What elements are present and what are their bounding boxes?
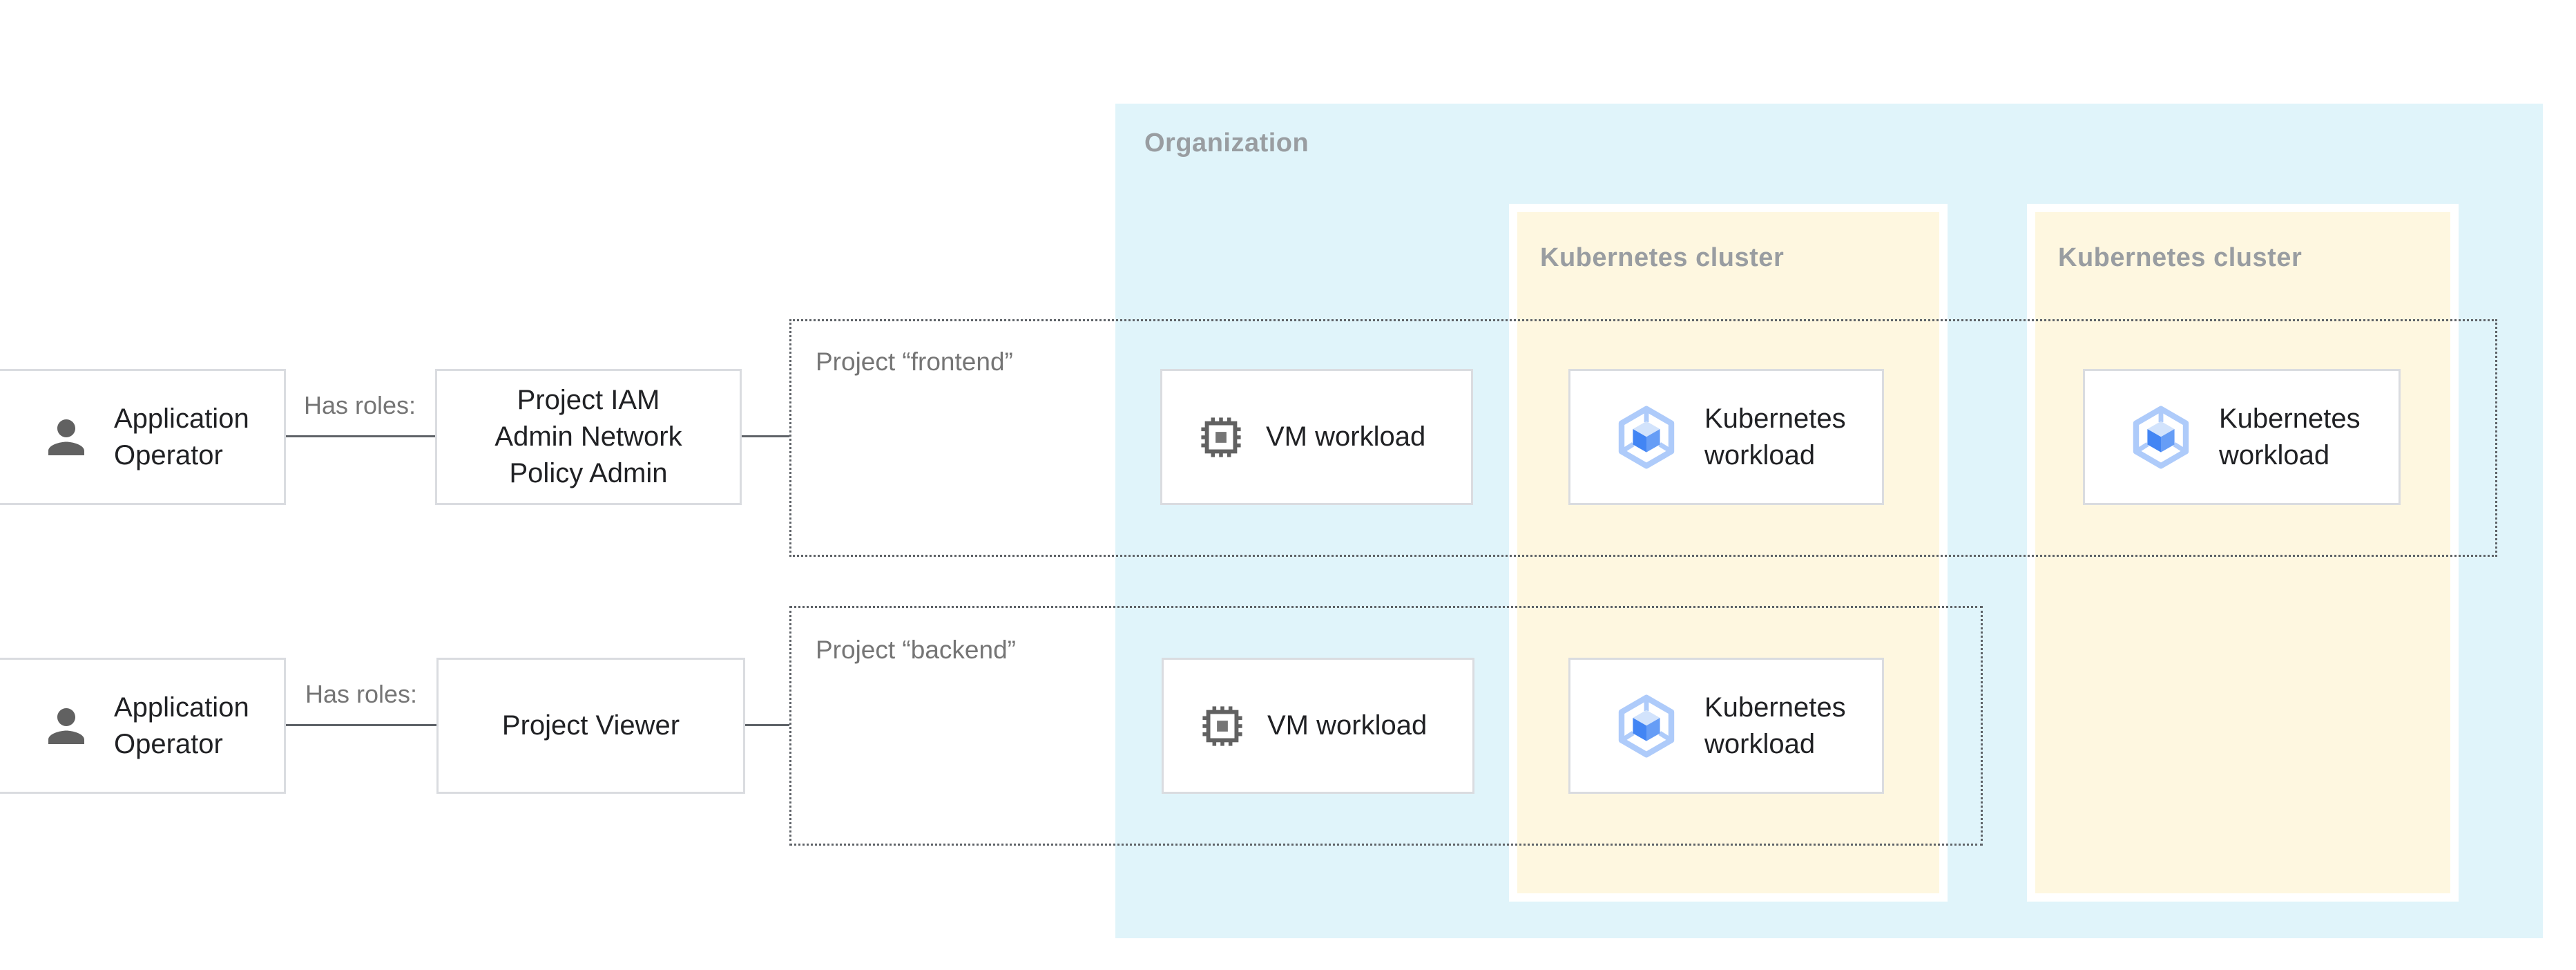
gke-hexagon-icon bbox=[2133, 406, 2189, 468]
role-node-project-viewer: Project Viewer bbox=[436, 658, 745, 794]
vm-workload-node-2: VM workload bbox=[1162, 658, 1474, 794]
person-icon bbox=[48, 419, 84, 455]
application-operator-node-2: Application Operator bbox=[0, 658, 286, 794]
role-label: Project Viewer bbox=[501, 710, 680, 741]
kubernetes-workload-node-1: Kubernetes workload bbox=[1568, 369, 1884, 505]
gke-hexagon-icon bbox=[1618, 406, 1675, 468]
application-operator-label: Application Operator bbox=[114, 692, 249, 759]
edge-operator2-role2 bbox=[286, 724, 436, 726]
kubernetes-workload-label: Kubernetes workload bbox=[2219, 403, 2361, 470]
role-label: Project IAM Admin Network Policy Admin bbox=[494, 385, 682, 488]
edge-role1-project-frontend bbox=[742, 435, 789, 437]
role-node-project-iam-admin: Project IAM Admin Network Policy Admin bbox=[435, 369, 742, 505]
organization-label: Organization bbox=[1144, 129, 1309, 158]
vm-workload-label: VM workload bbox=[1267, 710, 1428, 741]
kubernetes-workload-label: Kubernetes workload bbox=[1704, 692, 1846, 759]
vm-workload-label: VM workload bbox=[1266, 421, 1426, 453]
project-backend-box bbox=[789, 606, 1983, 846]
edge-label-has-roles-2: Has roles: bbox=[305, 680, 418, 708]
project-frontend-label: Project “frontend” bbox=[816, 348, 1013, 376]
application-operator-node-1: Application Operator bbox=[0, 369, 286, 505]
kubernetes-workload-node-2: Kubernetes workload bbox=[1568, 658, 1884, 794]
kubernetes-workload-node-right: Kubernetes workload bbox=[2083, 369, 2401, 505]
edge-label-has-roles-1: Has roles: bbox=[303, 391, 416, 419]
edge-role2-project-backend bbox=[745, 724, 789, 726]
cpu-chip-icon bbox=[1201, 417, 1241, 457]
gke-hexagon-icon bbox=[1618, 694, 1675, 757]
cpu-chip-icon bbox=[1202, 705, 1242, 746]
project-frontend-box bbox=[789, 319, 2497, 557]
project-backend-label: Project “backend” bbox=[816, 636, 1016, 664]
kubernetes-workload-label: Kubernetes workload bbox=[1704, 403, 1846, 470]
vm-workload-node-1: VM workload bbox=[1160, 369, 1473, 505]
kubernetes-cluster-label-1: Kubernetes cluster bbox=[1540, 243, 1785, 272]
edge-operator1-role1 bbox=[285, 435, 435, 437]
kubernetes-cluster-label-2: Kubernetes cluster bbox=[2058, 243, 2303, 272]
application-operator-label: Application Operator bbox=[114, 403, 249, 470]
person-icon bbox=[48, 707, 84, 744]
